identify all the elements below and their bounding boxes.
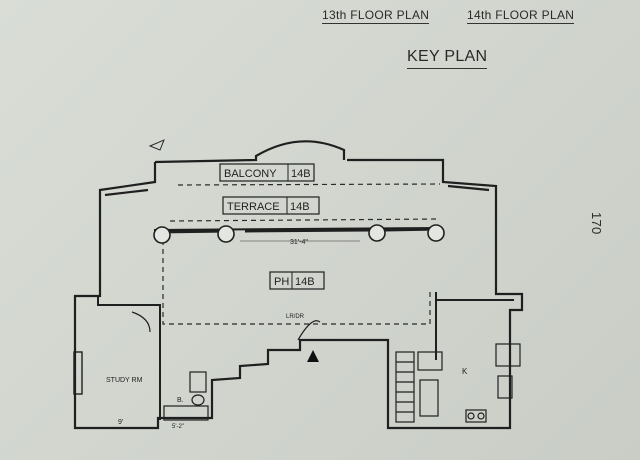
ph-unit: 14B [295, 276, 315, 288]
study-window [73, 351, 83, 395]
key-plan-title: KEY PLAN [407, 48, 488, 69]
north-arrow-icon [307, 350, 319, 362]
balcony-label-box: BALCONY 14B [219, 163, 315, 182]
kitchen-fixtures [395, 343, 521, 423]
bath-fixtures [163, 371, 209, 421]
balcony-unit: 14B [291, 168, 311, 180]
bath-dimension: 5'-2" [172, 424, 184, 430]
dashed-boundaries [162, 183, 441, 325]
terrace-label-box: TERRACE 14B [222, 196, 320, 215]
study-dimension: 9' [118, 419, 123, 426]
balcony-label: BALCONY [224, 168, 277, 180]
study-room-label: STUDY RM [106, 377, 143, 384]
structural-columns [153, 224, 445, 244]
main-dimension: 31'-4" [290, 239, 308, 246]
ph-label: PH [274, 276, 289, 288]
ph-label-box: PH 14B [269, 271, 325, 290]
entry-door-swing [131, 311, 321, 341]
arrow-mark-icon [148, 139, 165, 151]
bath-label: B. [177, 397, 184, 404]
lr-dr-label: LR/DR [286, 314, 305, 320]
kitchen-label: K [462, 367, 468, 376]
floor-13-title: 13th FLOOR PLAN [322, 8, 430, 24]
outer-walls [73, 140, 524, 430]
terrace-unit: 14B [290, 201, 310, 213]
terrace-label: TERRACE [227, 201, 280, 213]
floor-14-title: 14th FLOOR PLAN [467, 8, 575, 24]
